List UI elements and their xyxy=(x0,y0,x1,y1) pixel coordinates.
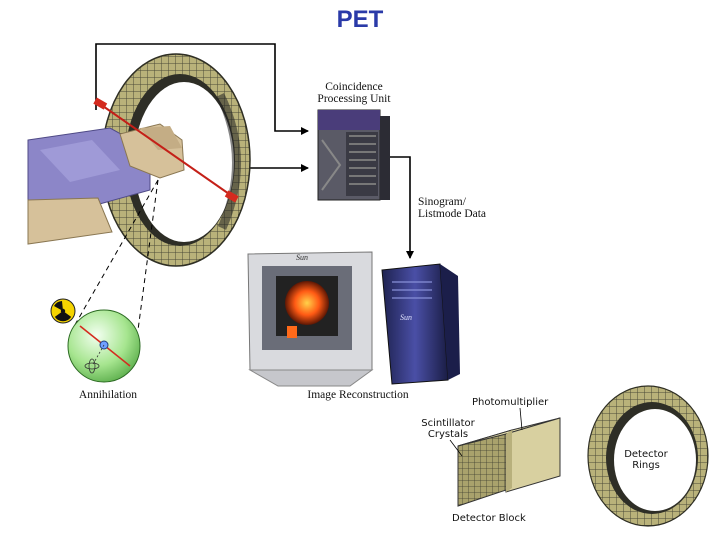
page-title: PET xyxy=(336,6,384,33)
label-detector-rings-line1: Detector xyxy=(624,449,668,460)
label-image-reconstruction: Image Reconstruction xyxy=(307,389,409,401)
coincidence-processing-unit xyxy=(317,109,390,201)
label-detector-block: Detector Block xyxy=(452,513,526,524)
monitor-brand: Sun xyxy=(296,253,308,262)
label-sinogram-line2: Listmode Data xyxy=(418,208,487,220)
radiation-icon xyxy=(50,298,76,324)
label-scintillator-line2: Crystals xyxy=(427,429,469,440)
workstation-tower xyxy=(381,263,460,385)
label-annihilation: Annihilation xyxy=(78,389,138,401)
label-scintillator: Scintillator Crystals xyxy=(412,418,484,440)
tower-brand: Sun xyxy=(400,313,412,322)
detector-block xyxy=(457,417,561,507)
label-scintillator-line1: Scintillator xyxy=(421,418,475,429)
workstation-monitor xyxy=(247,251,374,387)
label-photomultiplier: Photomultiplier xyxy=(472,397,549,408)
line-of-response xyxy=(93,97,239,203)
label-detector-rings-line2: Rings xyxy=(632,460,660,471)
annihilation-sphere xyxy=(67,309,141,383)
label-detector-rings: Detector Rings xyxy=(614,449,678,471)
patient xyxy=(27,123,185,245)
label-sinogram: Sinogram/ Listmode Data xyxy=(418,196,528,220)
pointer-lines xyxy=(449,407,523,457)
small-detector-ring xyxy=(587,385,709,527)
zoom-lines xyxy=(71,179,159,331)
label-coincidence-line2: Processing Unit xyxy=(317,93,391,105)
label-coincidence-line1: Coincidence xyxy=(325,81,383,93)
label-coincidence: Coincidence Processing Unit xyxy=(300,81,408,105)
label-sinogram-line1: Sinogram/ xyxy=(418,196,466,208)
